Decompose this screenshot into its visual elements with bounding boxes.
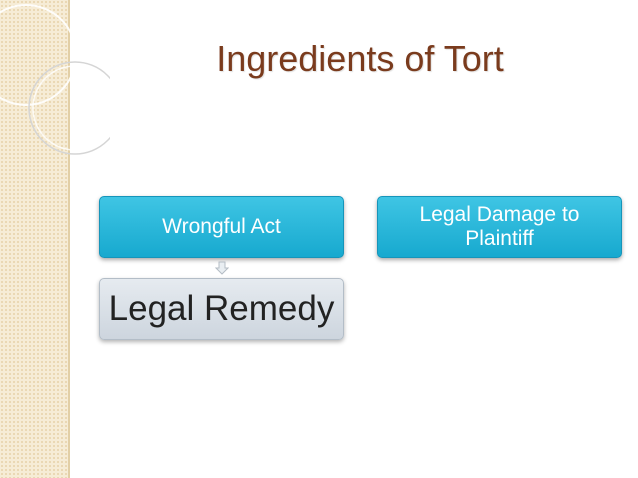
box-label: Legal Damage to Plaintiff — [419, 203, 580, 250]
slide-title: Ingredients of Tort — [216, 38, 504, 79]
decorative-rings — [0, 4, 110, 155]
box-label: Legal Remedy — [108, 289, 335, 328]
decorative-side-band — [0, 0, 70, 478]
box-wrongful-act: Wrongful Act — [99, 196, 344, 258]
box-label: Wrongful Act — [162, 215, 281, 238]
arrow-down-icon — [215, 261, 229, 275]
box-legal-remedy: Legal Remedy — [99, 278, 344, 340]
box-legal-damage: Legal Damage to Plaintiff — [377, 196, 622, 258]
